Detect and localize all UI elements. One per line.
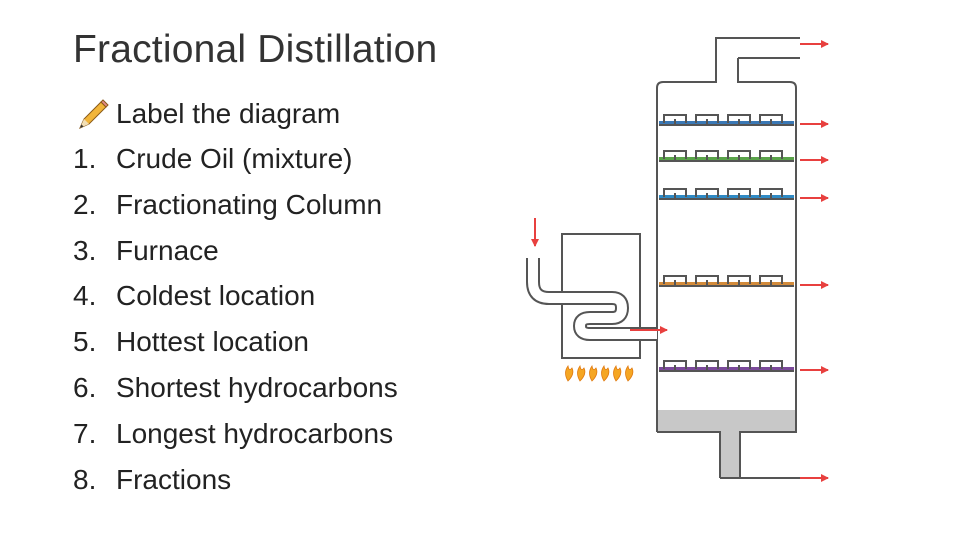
item-text: Fractions bbox=[116, 463, 232, 495]
item-text: Longest hydrocarbons bbox=[116, 417, 394, 449]
column-tray bbox=[659, 150, 794, 162]
column-trays bbox=[659, 114, 794, 372]
item-number: 7. bbox=[73, 417, 97, 449]
column-tray bbox=[659, 360, 794, 372]
item-number: 8. bbox=[73, 463, 97, 495]
item-text: Furnace bbox=[116, 234, 219, 266]
pencil-icon bbox=[79, 99, 109, 129]
flame bbox=[601, 364, 610, 382]
item-text: Coldest location bbox=[116, 280, 316, 312]
flame bbox=[565, 364, 574, 382]
residue-liquid bbox=[657, 410, 796, 478]
flame bbox=[613, 364, 622, 382]
column-tray bbox=[659, 275, 794, 287]
slide-title: Fractional Distillation bbox=[73, 28, 438, 71]
distillation-diagram bbox=[526, 37, 829, 482]
flame bbox=[577, 364, 586, 382]
item-number: 5. bbox=[73, 326, 97, 358]
item-text: Hottest location bbox=[116, 326, 309, 358]
furnace-flames bbox=[565, 364, 634, 382]
item-number: 1. bbox=[73, 143, 97, 174]
item-number: 4. bbox=[73, 280, 97, 312]
column-tray bbox=[659, 188, 794, 200]
item-text: Fractionating Column bbox=[116, 188, 383, 220]
flame bbox=[625, 364, 634, 382]
item-number: 2. bbox=[73, 188, 97, 220]
item-text: Shortest hydrocarbons bbox=[116, 371, 398, 403]
item-text: Crude Oil (mixture) bbox=[116, 143, 353, 174]
column-tray bbox=[659, 114, 794, 126]
item-number: 6. bbox=[73, 371, 97, 403]
item-number: 3. bbox=[73, 234, 97, 266]
flame bbox=[589, 364, 598, 382]
fractionating-column bbox=[656, 37, 800, 432]
instruction-text: Label the diagram bbox=[116, 98, 341, 129]
